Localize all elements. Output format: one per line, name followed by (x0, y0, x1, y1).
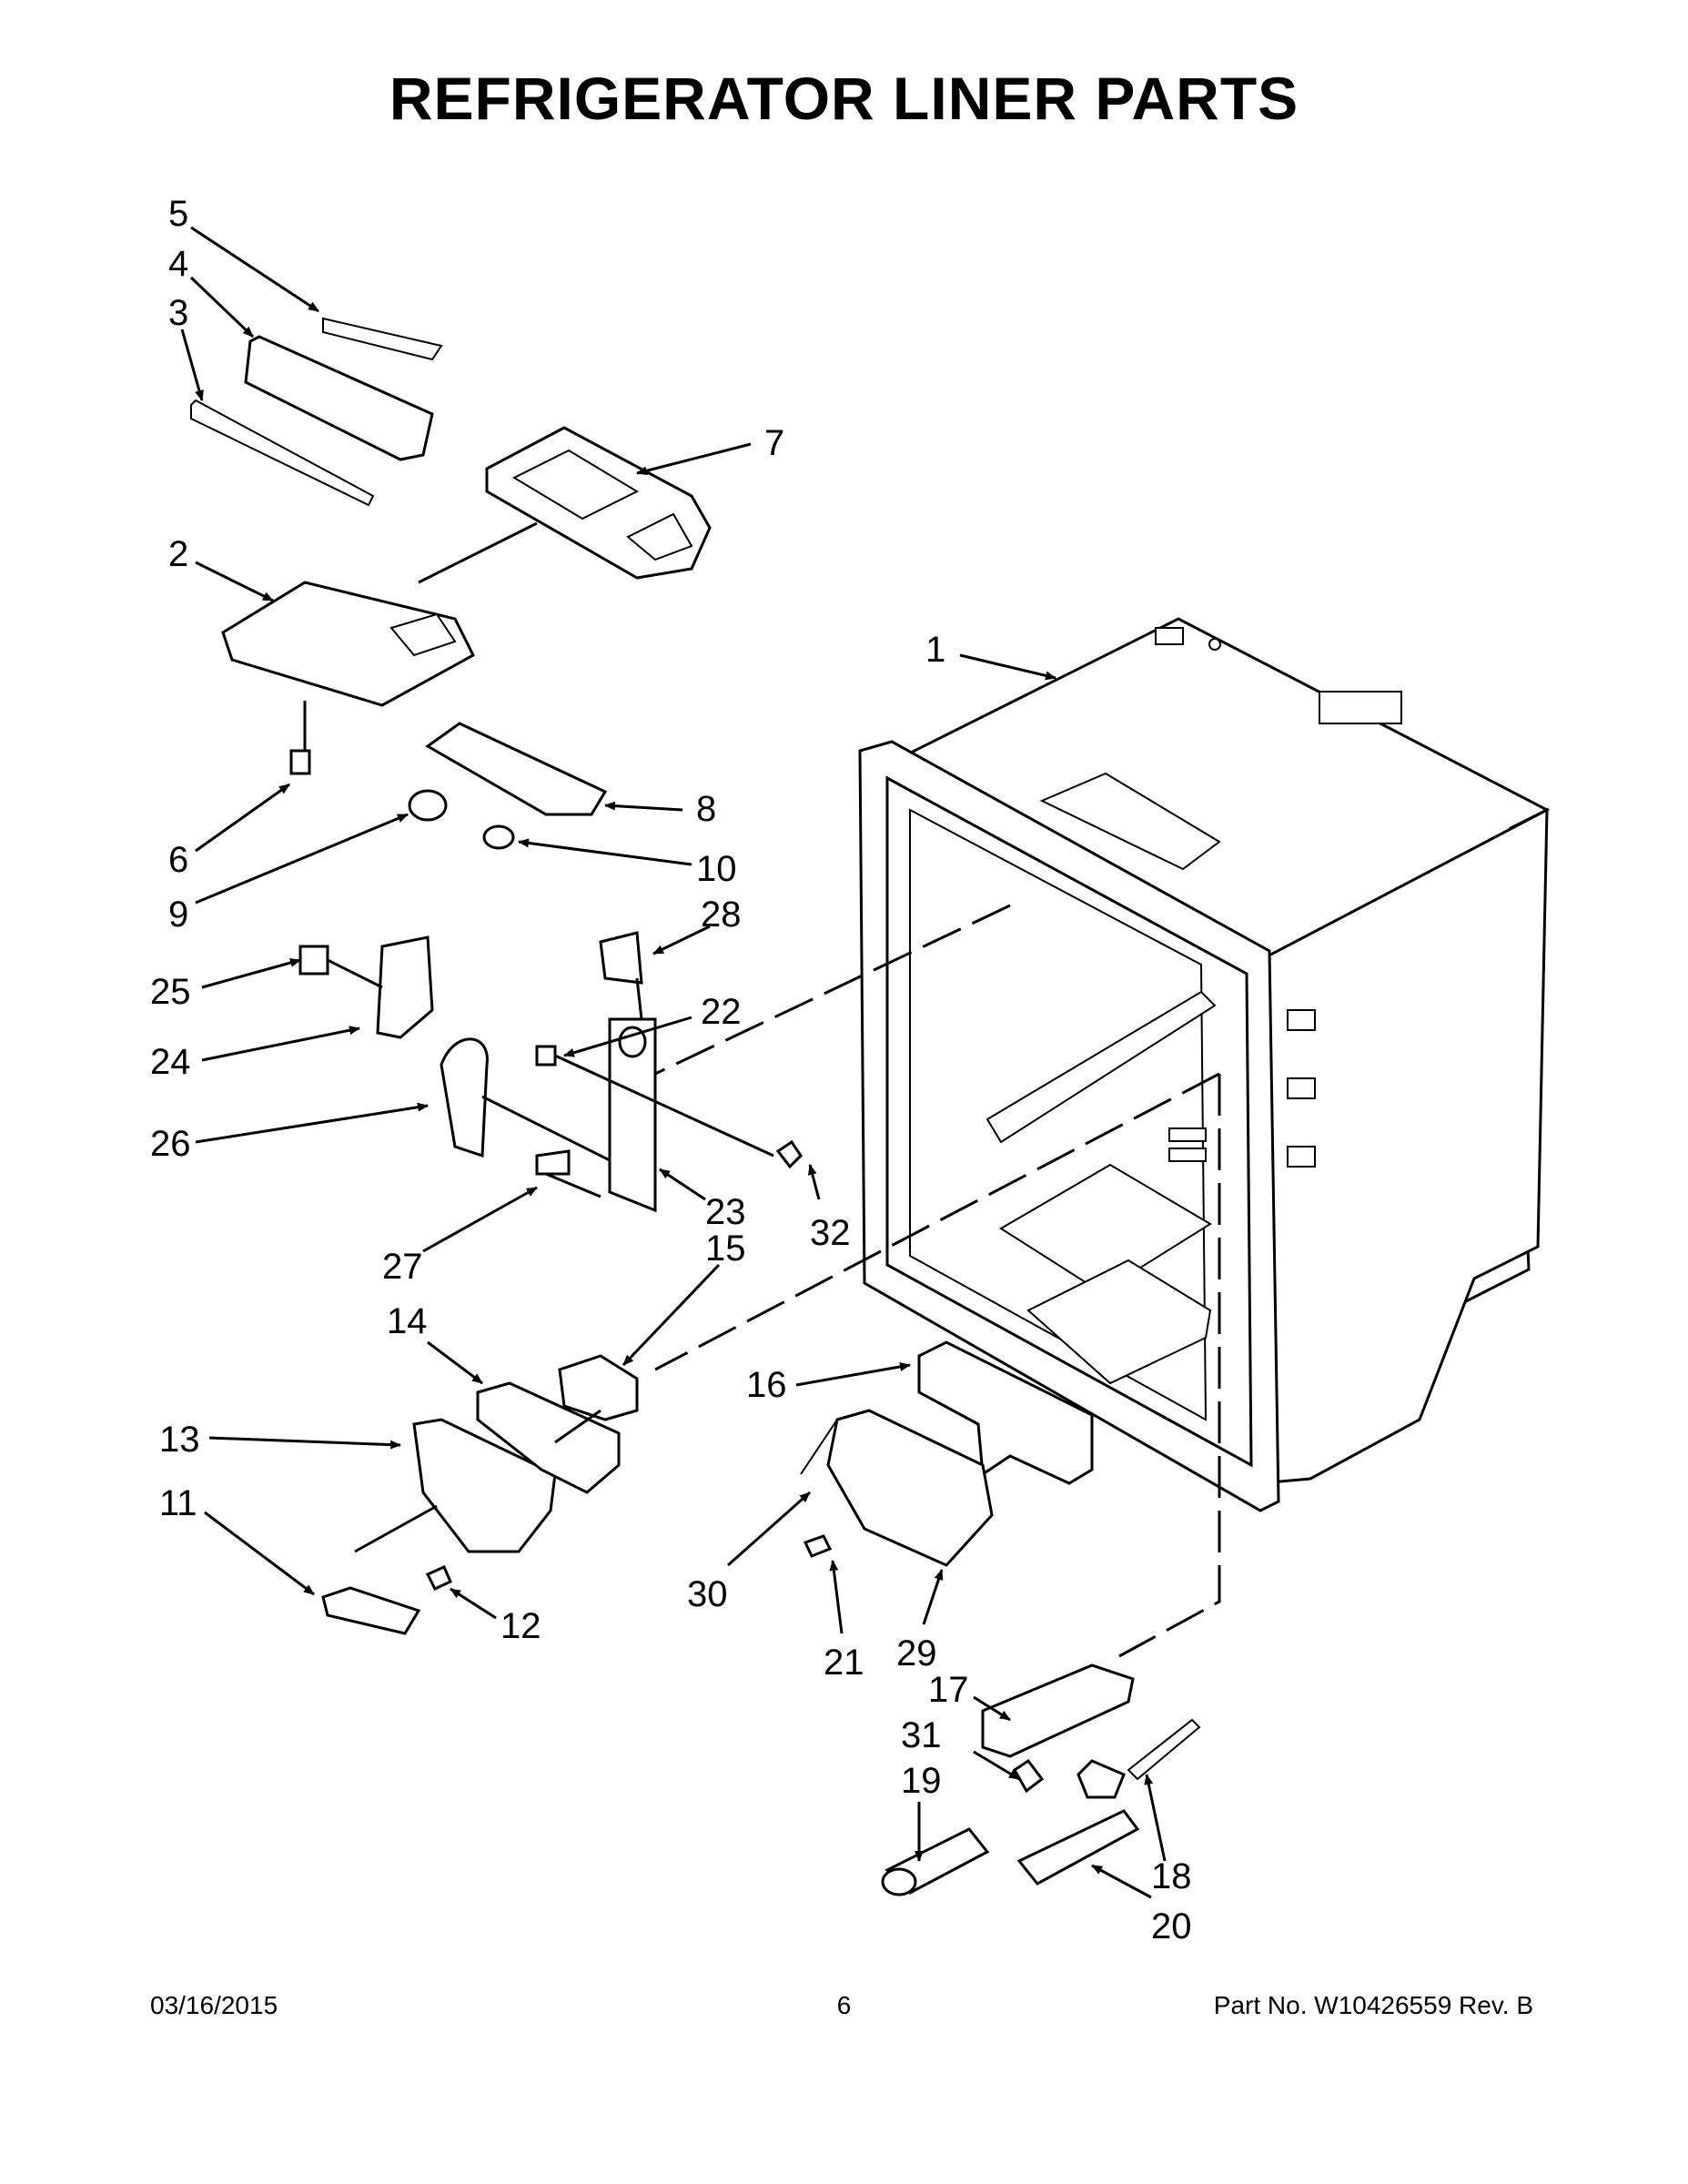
callout-6: 6 (168, 840, 188, 880)
part-27-clip (535, 1149, 571, 1176)
callout-9: 9 (168, 895, 188, 935)
callout-31: 31 (901, 1715, 942, 1755)
callout-16: 16 (746, 1365, 787, 1405)
callout-3: 3 (168, 293, 188, 333)
callout-7: 7 (764, 423, 784, 463)
part-26-tube (440, 1037, 489, 1158)
callout-14: 14 (387, 1301, 428, 1341)
callout-8: 8 (696, 789, 716, 829)
callout-19: 19 (901, 1761, 942, 1801)
callout-5: 5 (168, 194, 188, 234)
footer-part-number: Part No. W10426559 Rev. B (1213, 1991, 1533, 2019)
footer-page-number: 6 (836, 1991, 852, 2019)
callout-15: 15 (705, 1228, 746, 1269)
callout-2: 2 (168, 534, 188, 574)
leader-lines (180, 226, 1167, 1899)
callout-17: 17 (928, 1670, 969, 1710)
part-2-light-housing (221, 581, 475, 707)
part-7-grille (485, 426, 712, 580)
assembly-lines (303, 521, 1221, 1658)
callout-21: 21 (824, 1643, 864, 1683)
part-11-13-14-15-dispenser (321, 1354, 639, 1635)
callout-11: 11 (159, 1483, 197, 1523)
callout-4: 4 (168, 244, 188, 284)
part-21-29-30-heater (800, 1409, 994, 1567)
part-1-liner (858, 617, 1551, 1512)
callout-27: 27 (382, 1247, 423, 1287)
part-17-18-19-20-31-assembly (881, 1663, 1201, 1896)
part-32-screw (775, 1139, 803, 1169)
footer-date: 03/16/2015 (150, 1991, 278, 2019)
callout-18: 18 (1151, 1856, 1192, 1896)
callout-12: 12 (500, 1606, 541, 1646)
part-3-4-5-control-housing (190, 317, 443, 507)
part-12-screw (425, 1565, 452, 1591)
part-24-25-bracket (298, 935, 434, 1039)
page-title: REFRIGERATOR LINER PARTS (389, 65, 1299, 132)
callout-labels: 1 2 3 4 5 6 7 8 9 10 11 12 13 14 15 16 1… (150, 194, 1192, 1946)
part-16-bracket (917, 1340, 1094, 1485)
callout-28: 28 (701, 895, 742, 935)
callout-30: 30 (687, 1574, 728, 1614)
callout-13: 13 (159, 1420, 200, 1460)
part-9-10-bulb (408, 789, 515, 850)
callout-23: 23 (705, 1192, 746, 1232)
callout-26: 26 (150, 1124, 191, 1164)
callout-20: 20 (1151, 1906, 1192, 1946)
callout-24: 24 (150, 1042, 191, 1082)
callout-32: 32 (810, 1213, 851, 1253)
callout-29: 29 (896, 1633, 937, 1673)
callout-22: 22 (701, 992, 742, 1032)
part-6-switch (289, 749, 311, 775)
callout-10: 10 (696, 849, 737, 889)
part-8-light-cover (425, 722, 608, 816)
callout-25: 25 (150, 972, 191, 1012)
part-22-23-28-housing (535, 931, 657, 1213)
callout-1: 1 (925, 630, 945, 670)
